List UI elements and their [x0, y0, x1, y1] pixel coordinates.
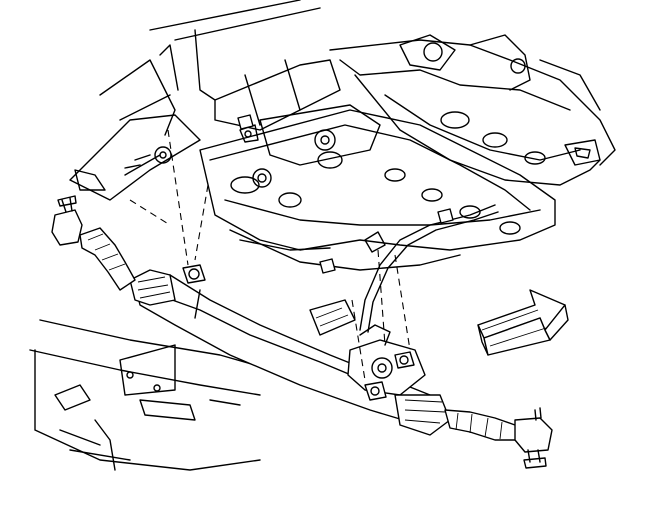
- lower-frame-section: [29, 319, 291, 471]
- steering-gear-mount-bolts: [182, 114, 454, 401]
- power-steering-lines: [359, 204, 499, 333]
- steering-bracket: [309, 299, 356, 336]
- right-tie-rod-end: [514, 407, 553, 469]
- body-frame-rails: [329, 34, 616, 186]
- left-boot: [79, 227, 136, 291]
- direction-arrow-icon: [477, 289, 569, 356]
- left-tie-rod-end: [51, 195, 83, 246]
- front-crossmember: [199, 104, 556, 271]
- steering-gear-housing: [129, 269, 451, 436]
- right-boot: [444, 409, 521, 441]
- alignment-guide-lines: [129, 129, 411, 381]
- upper-body-panels: [69, 0, 341, 201]
